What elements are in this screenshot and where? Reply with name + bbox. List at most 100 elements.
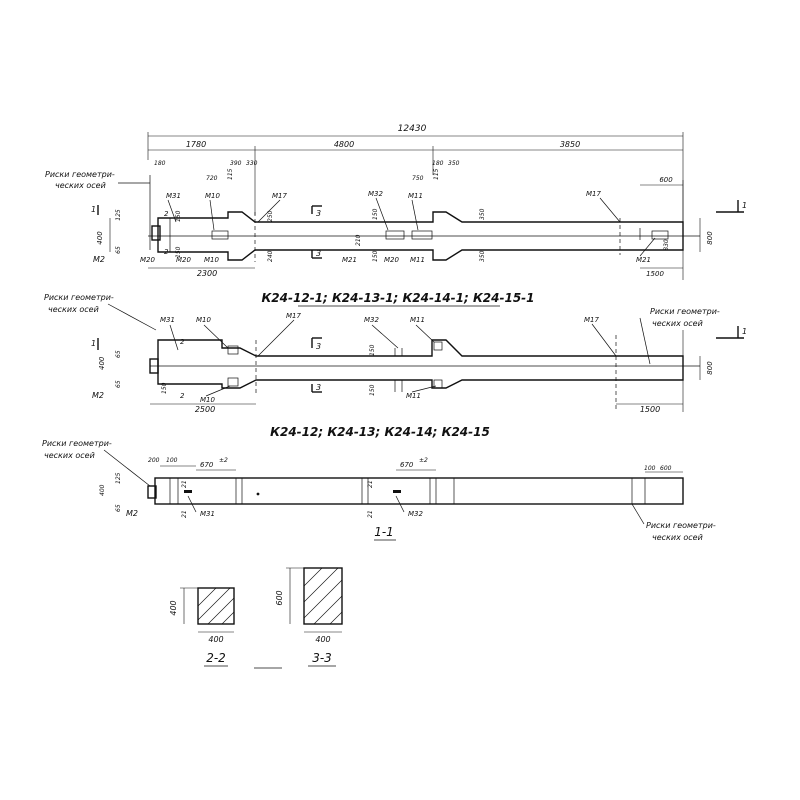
mid-mark-m17b: M17 [584,316,599,324]
side-dim-21b: 21 [181,510,188,518]
dim-1780: 1780 [186,140,206,149]
side-dim-400: 400 [99,484,106,496]
dim-390: 390 [230,160,242,167]
mid-section-3a: 3 [316,342,321,351]
mid-mark-m11: M11 [410,316,425,324]
mid-dim-65b: 65 [115,380,122,388]
caption-top-view: К24-12-1; К24-13-1; К24-14-1; К24-15-1 [262,291,535,305]
side-tol-b: ±2 [419,457,428,464]
mark-m11b: M11 [410,256,425,264]
dim-350b: 350 [479,208,486,220]
section-3-3-height: 600 [275,590,284,605]
mark-m11: M11 [408,192,423,200]
side-dim-200: 200 [148,457,160,464]
dim-180b: 180 [432,160,444,167]
dim-115: 115 [227,168,234,180]
side-mark-m2: M2 [126,509,138,518]
mid-mark-m11b: M11 [406,392,421,400]
mid-dim-150b: 150 [369,344,376,356]
mark-m32: M32 [368,190,383,198]
mark-m20b: M20 [176,256,191,264]
axis-label-mid-right-line1: Риски геометри- [650,307,720,316]
dim-400: 400 [96,231,104,245]
side-right-label-line2: ческих осей [652,533,703,542]
section-3-3: 600 400 3-3 [275,567,343,667]
axis-label-top-line2: ческих осей [55,181,106,190]
section-mark-1b: 1 [742,201,747,210]
dim-350c: 350 [479,250,486,262]
mid-dim-150c: 150 [369,384,376,396]
side-right-label-line1: Риски геометри- [646,521,716,530]
dim-4800: 4800 [334,140,354,149]
embedded-part-m11 [411,230,433,240]
beam-outline-mid [157,339,684,389]
embedded-part-m21 [651,230,669,240]
mid-mark-m31: M31 [160,316,175,324]
dim-250: 250 [267,210,274,222]
side-dim-100: 100 [166,457,178,464]
dim-65: 65 [115,246,122,254]
mid-mark-m17: M17 [286,312,301,320]
section-2-2-width: 400 [208,635,223,644]
dim-720: 720 [206,175,218,182]
mark-m20c: M20 [384,256,399,264]
side-dim-100b: 100 [644,465,656,472]
side-dim-670b: 670 [400,461,414,469]
side-dim-65: 65 [115,504,122,512]
end-plate-side [147,485,157,499]
dim-125: 125 [115,209,122,221]
axis-label-mid-right-line2: ческих осей [652,319,703,328]
caption-section-2-2: 2-2 [206,651,226,665]
mark-m31: M31 [166,192,181,200]
mark-m20: M20 [140,256,155,264]
section-mark-1a: 1 [91,205,96,214]
mid-section-2b: 2 [180,392,185,400]
mark-m17b: M17 [586,190,601,198]
side-mark-m31: M31 [200,510,215,518]
mid-section-2a: 2 [180,338,185,346]
dim-150: 150 [372,208,379,220]
dim-2300: 2300 [197,269,217,278]
mid-section-1a: 1 [91,339,96,348]
section-mark-3b: 3 [316,249,321,258]
side-axis-label-line1: Риски геометри- [42,439,112,448]
side-view: 200 100 670 ±2 670 ±2 100 600 400 125 65… [42,439,716,542]
side-mark-m32: M32 [408,510,423,518]
dim-210: 210 [355,234,362,246]
dim-115b: 115 [433,168,440,180]
mid-dim-2500: 2500 [195,405,215,414]
dim-3850: 3850 [560,140,580,149]
mid-mark-m32: M32 [364,316,379,324]
side-dim-21c: 21 [367,480,374,488]
caption-mid-view: К24-12; К24-13; К24-14; К24-15 [270,425,490,439]
beam-side-outline [154,477,684,505]
mid-dim-65: 65 [115,350,122,358]
section-2-2: 400 400 2-2 [169,587,235,667]
middle-view: Риски геометри- ческих осей Риски геомет… [44,293,747,439]
axis-label-top-line1: Риски геометри- [45,170,115,179]
section-mark-2b: 2 [164,248,169,256]
mid-mark-m10b: M10 [200,396,215,404]
end-plate-mid [149,358,159,374]
dim-180: 180 [154,160,166,167]
dim-600: 600 [659,176,673,184]
mark-m2: M2 [93,255,105,264]
mark-m10: M10 [205,192,220,200]
top-view: 12430 1780 4800 3850 600 1500 800 830 [45,124,747,307]
side-axis-label-line2: ческих осей [44,451,95,460]
side-tol-a: ±2 [219,457,228,464]
mark-m10b: M10 [204,256,219,264]
mid-mark-m2: M2 [92,391,104,400]
overall-dim-label: 12430 [398,124,427,134]
dim-150d: 150 [175,246,182,258]
axis-label-mid-line2: ческих осей [48,305,99,314]
side-dim-125: 125 [115,472,122,484]
mark-m21: M21 [342,256,357,264]
caption-section-3-3: 3-3 [312,651,332,665]
dim-750: 750 [412,175,424,182]
mid-dim-400: 400 [98,356,106,370]
mid-section-3b: 3 [316,383,321,392]
mid-mark-m10: M10 [196,316,211,324]
mid-dim-800: 800 [706,361,714,375]
